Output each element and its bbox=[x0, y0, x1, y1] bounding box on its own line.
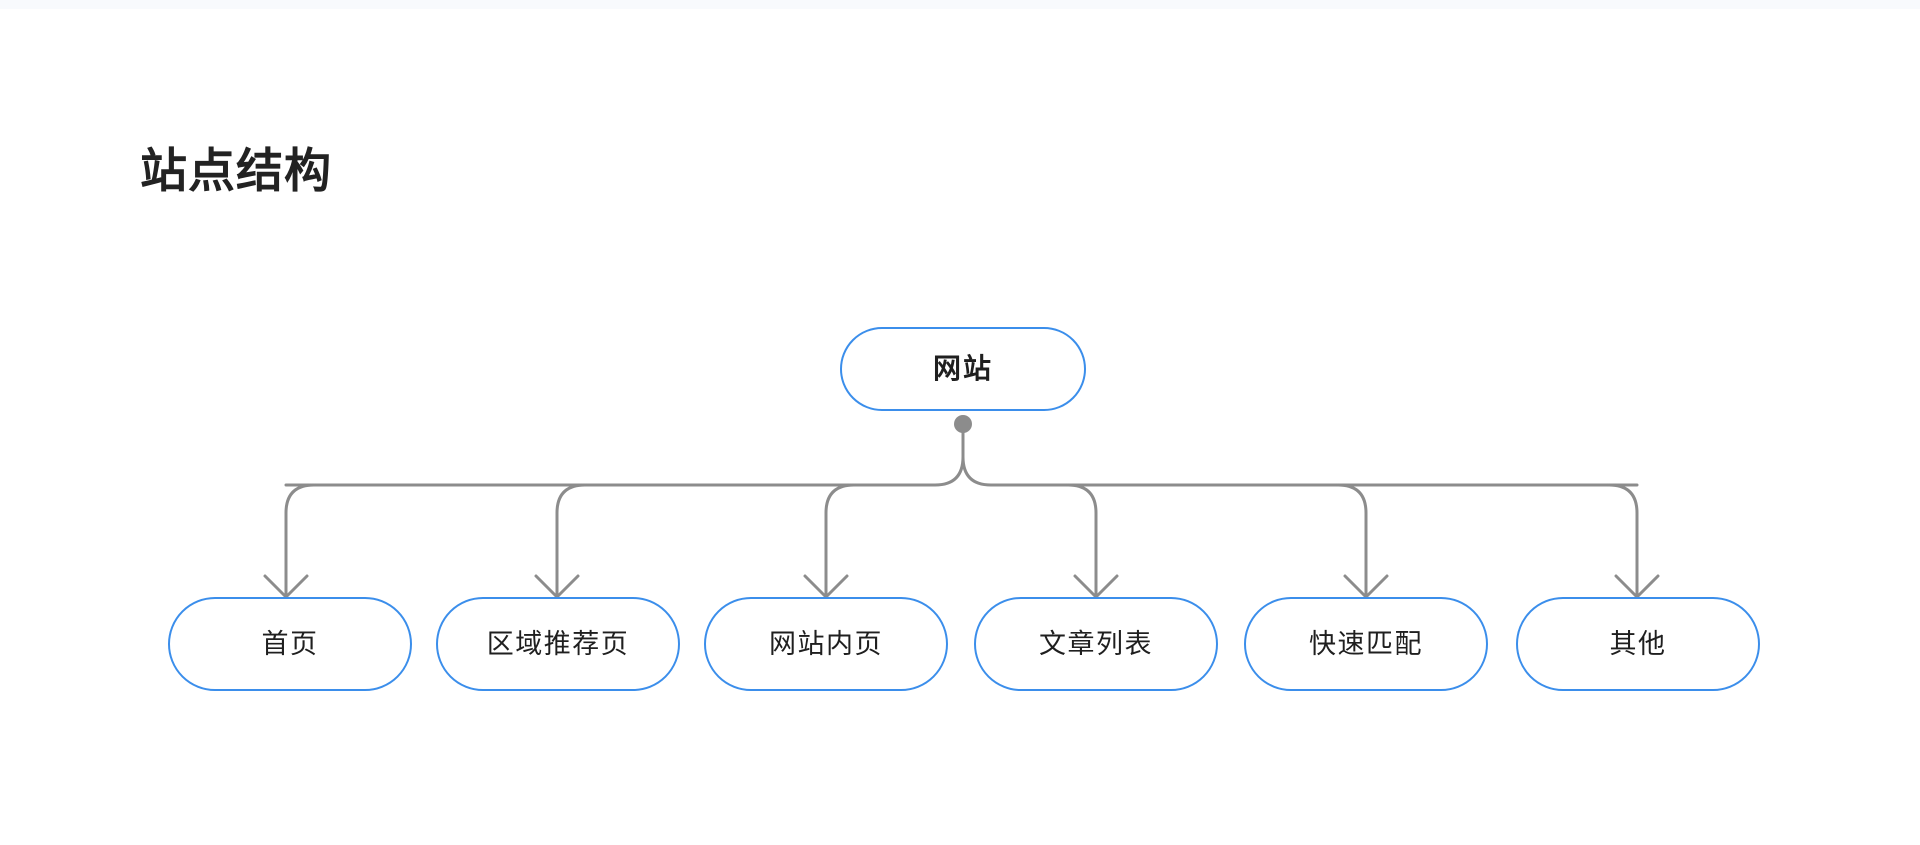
node-child-homepage[interactable]: 首页 bbox=[168, 597, 412, 691]
arrowhead-child-1 bbox=[263, 574, 309, 599]
node-label: 网站 bbox=[932, 353, 993, 384]
node-label: 其他 bbox=[1609, 628, 1667, 659]
node-label: 首页 bbox=[261, 628, 319, 659]
connector-to-child-5 bbox=[1336, 483, 1368, 599]
arrowhead-child-4 bbox=[1073, 574, 1119, 599]
connector-stem-left bbox=[284, 422, 965, 487]
node-label: 区域推荐页 bbox=[486, 628, 630, 659]
node-child-region-recommend-page[interactable]: 区域推荐页 bbox=[436, 597, 680, 691]
node-child-article-list[interactable]: 文章列表 bbox=[974, 597, 1218, 691]
arrowhead-child-5 bbox=[1343, 574, 1389, 599]
node-root-website[interactable]: 网站 bbox=[840, 327, 1086, 411]
page-title: 站点结构 bbox=[140, 144, 332, 197]
arrowhead-child-3 bbox=[803, 574, 849, 599]
connector-stem-right bbox=[961, 422, 1639, 487]
top-edge-strip bbox=[0, 0, 1920, 9]
connector-to-child-2 bbox=[555, 483, 587, 599]
connector-to-child-6 bbox=[1607, 483, 1639, 599]
connector-to-child-4 bbox=[1066, 483, 1098, 599]
connector-to-child-3 bbox=[824, 483, 856, 599]
connector-to-child-1 bbox=[284, 483, 316, 599]
node-child-quick-match[interactable]: 快速匹配 bbox=[1244, 597, 1488, 691]
arrowhead-child-6 bbox=[1614, 574, 1660, 599]
junction-dot bbox=[954, 415, 972, 433]
node-label: 网站内页 bbox=[769, 628, 883, 659]
arrowhead-child-2 bbox=[534, 574, 580, 599]
node-label: 文章列表 bbox=[1039, 628, 1153, 659]
node-child-other[interactable]: 其他 bbox=[1516, 597, 1760, 691]
node-child-site-inner-page[interactable]: 网站内页 bbox=[704, 597, 948, 691]
node-label: 快速匹配 bbox=[1309, 628, 1423, 659]
